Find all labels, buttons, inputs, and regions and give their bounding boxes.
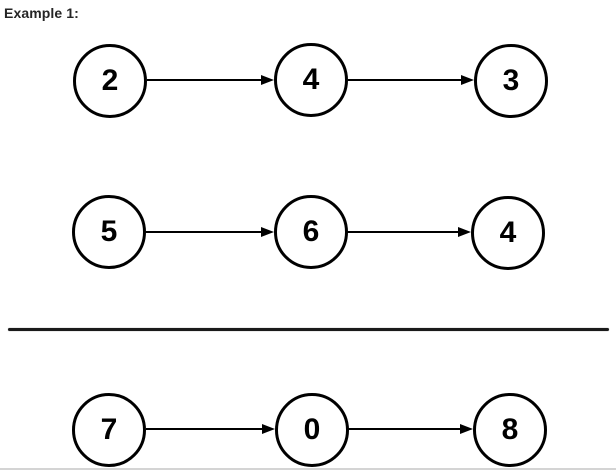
list-node: 3 [474, 44, 548, 118]
next-pointer-arrow [146, 226, 274, 238]
list-node: 4 [471, 196, 545, 270]
next-pointer-arrow [348, 74, 474, 86]
divider-line [8, 328, 609, 331]
list-node: 6 [274, 195, 348, 269]
list-node: 4 [274, 43, 348, 117]
arrow-head-icon [461, 75, 474, 85]
list-node: 2 [73, 44, 147, 118]
arrow-line [348, 79, 462, 81]
arrow-head-icon [261, 75, 274, 85]
bottom-border-line [0, 468, 616, 470]
arrow-line [147, 79, 262, 81]
arrow-line [146, 231, 262, 233]
arrow-head-icon [460, 424, 473, 434]
arrow-line [146, 428, 263, 430]
list-node: 7 [72, 393, 146, 467]
next-pointer-arrow [347, 226, 471, 238]
next-pointer-arrow [146, 423, 275, 435]
arrow-head-icon [261, 227, 274, 237]
arrow-line [348, 428, 461, 430]
example-label: Example 1: [4, 5, 79, 21]
list-node: 8 [473, 393, 547, 467]
list-node: 5 [72, 195, 146, 269]
next-pointer-arrow [348, 423, 473, 435]
arrow-head-icon [262, 424, 275, 434]
arrow-head-icon [458, 227, 471, 237]
list-node: 0 [275, 393, 349, 467]
arrow-line [347, 231, 459, 233]
next-pointer-arrow [147, 74, 274, 86]
